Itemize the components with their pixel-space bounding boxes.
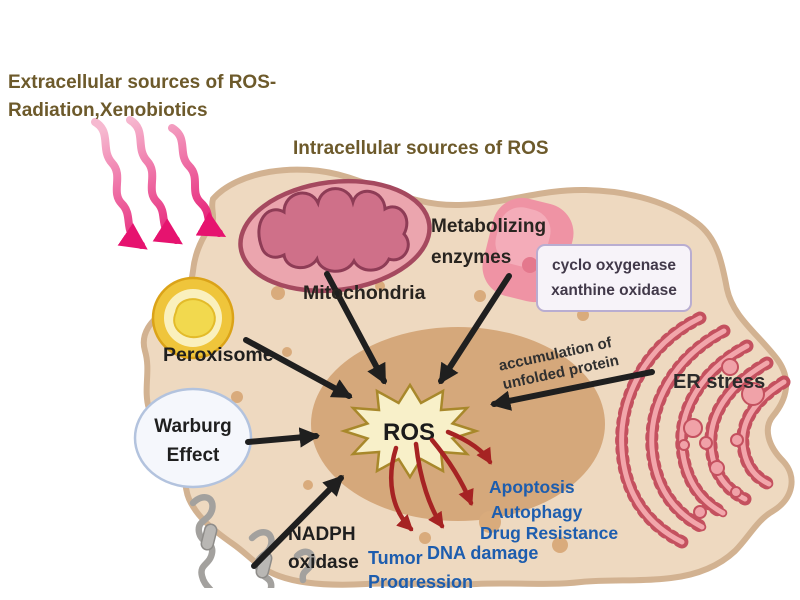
arrow-nadph-to-ros <box>251 475 344 569</box>
bottom-margin <box>0 588 800 600</box>
intracellular-sources-label: Intracellular sources of ROS <box>293 138 549 159</box>
oxidase-enzymes-box: cyclo oxygenase xanthine oxidase <box>536 244 692 312</box>
warburg-effect-bubble <box>133 387 253 489</box>
radiation-wave-1 <box>91 118 148 250</box>
autophagy-label: Autophagy <box>491 502 583 522</box>
arrow-ros-to-apoptosis <box>445 429 493 465</box>
apoptosis-label: Apoptosis <box>489 477 575 497</box>
arrow-warburg-to-ros <box>245 427 321 448</box>
arrow-ros-to-dna-damage <box>413 441 445 529</box>
dna-damage-label: DNA damage <box>427 543 539 563</box>
radiation-wave-3 <box>168 124 227 238</box>
mitochondria-label: Mitochondria <box>303 282 426 304</box>
arrow-enzymes-to-ros <box>438 273 512 385</box>
er-structure <box>615 311 791 549</box>
peroxisome-label: Peroxisome <box>163 344 274 366</box>
er-stress-label: ER stress <box>673 371 766 393</box>
mitochondria-shape <box>238 178 432 294</box>
arrow-ros-to-tumor <box>388 445 414 532</box>
outcome-arrows <box>388 429 493 532</box>
source-arrows <box>243 271 655 569</box>
radiation-wave-arrows <box>91 116 227 250</box>
arrow-mitochondria-to-ros <box>324 271 387 385</box>
extracellular-sources-label: Extracellular sources of ROS- Radiation,… <box>8 72 277 121</box>
drug-resistance-label: Drug Resistance <box>480 523 619 543</box>
peroxisome-shape <box>151 276 235 360</box>
arrow-peroxisome-to-ros <box>243 337 353 399</box>
er-vesicles <box>678 358 765 519</box>
arrow-ros-to-drug-resistance <box>429 437 474 506</box>
tumor-progression-label: Tumor Progression <box>368 548 474 592</box>
nadph-oxidase-label: NADPH oxidase <box>288 524 359 573</box>
ros-starburst: ROS <box>339 382 481 480</box>
ros-label: ROS <box>383 419 435 446</box>
radiation-wave-2 <box>126 116 183 245</box>
arrow-er-to-ros <box>490 369 655 411</box>
warburg-effect-label: Warburg Effect <box>154 416 232 466</box>
metabolizing-enzymes-label: Metabolizing enzymes <box>431 216 547 268</box>
